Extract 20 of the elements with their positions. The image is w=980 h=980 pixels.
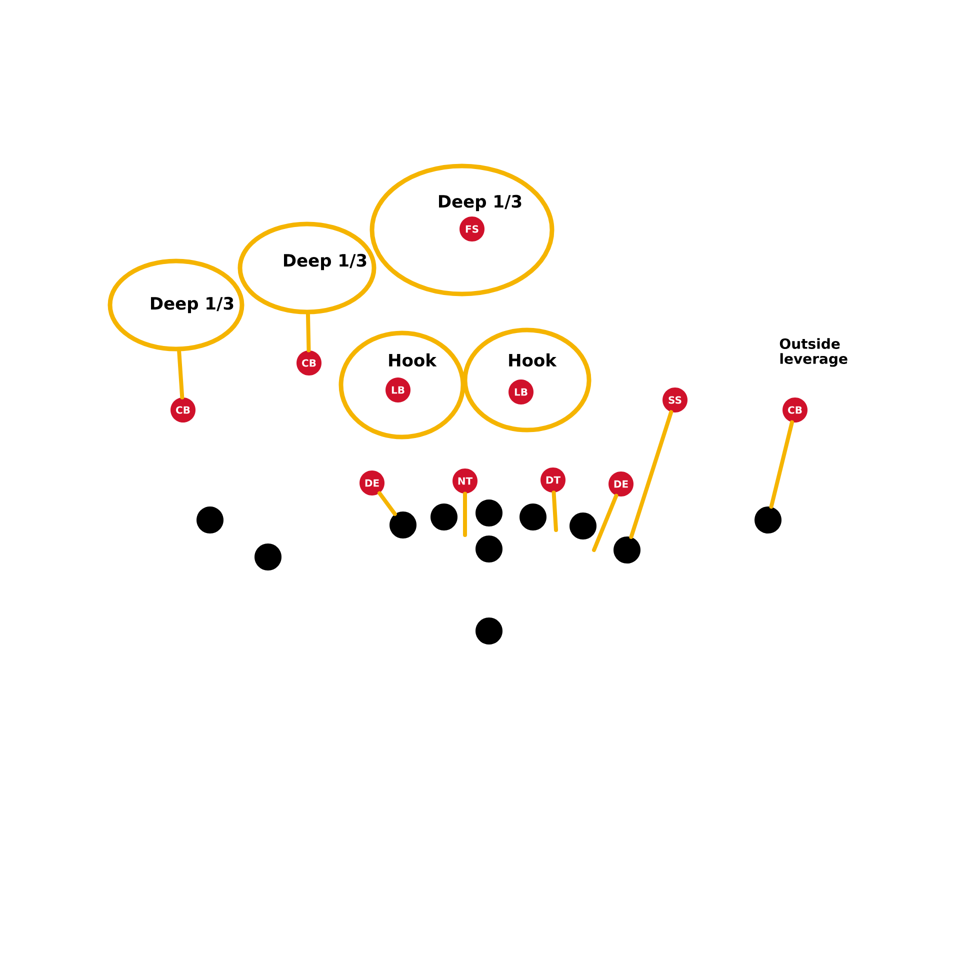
- assignment-line: [629, 410, 674, 539]
- player-dot: [614, 536, 640, 564]
- assignment-line: [306, 312, 311, 352]
- player-dot: [570, 512, 596, 540]
- note-text: Outside leverage: [780, 338, 848, 367]
- assignment-line: [592, 494, 618, 552]
- assignment-line: [552, 490, 558, 532]
- player-dot: [196, 506, 224, 534]
- player-dot: [430, 504, 458, 530]
- assignment-line: [769, 420, 794, 509]
- assignment-line: [177, 349, 184, 400]
- player-dot: [390, 512, 416, 538]
- player-dot: [520, 504, 546, 530]
- player-dot: [476, 500, 502, 526]
- player-dot: [476, 536, 502, 562]
- player-dot: [754, 506, 782, 534]
- assignment-line: [378, 491, 397, 516]
- assignment-line: [463, 492, 467, 537]
- player-dot: [254, 544, 282, 570]
- player-dot: [476, 618, 502, 644]
